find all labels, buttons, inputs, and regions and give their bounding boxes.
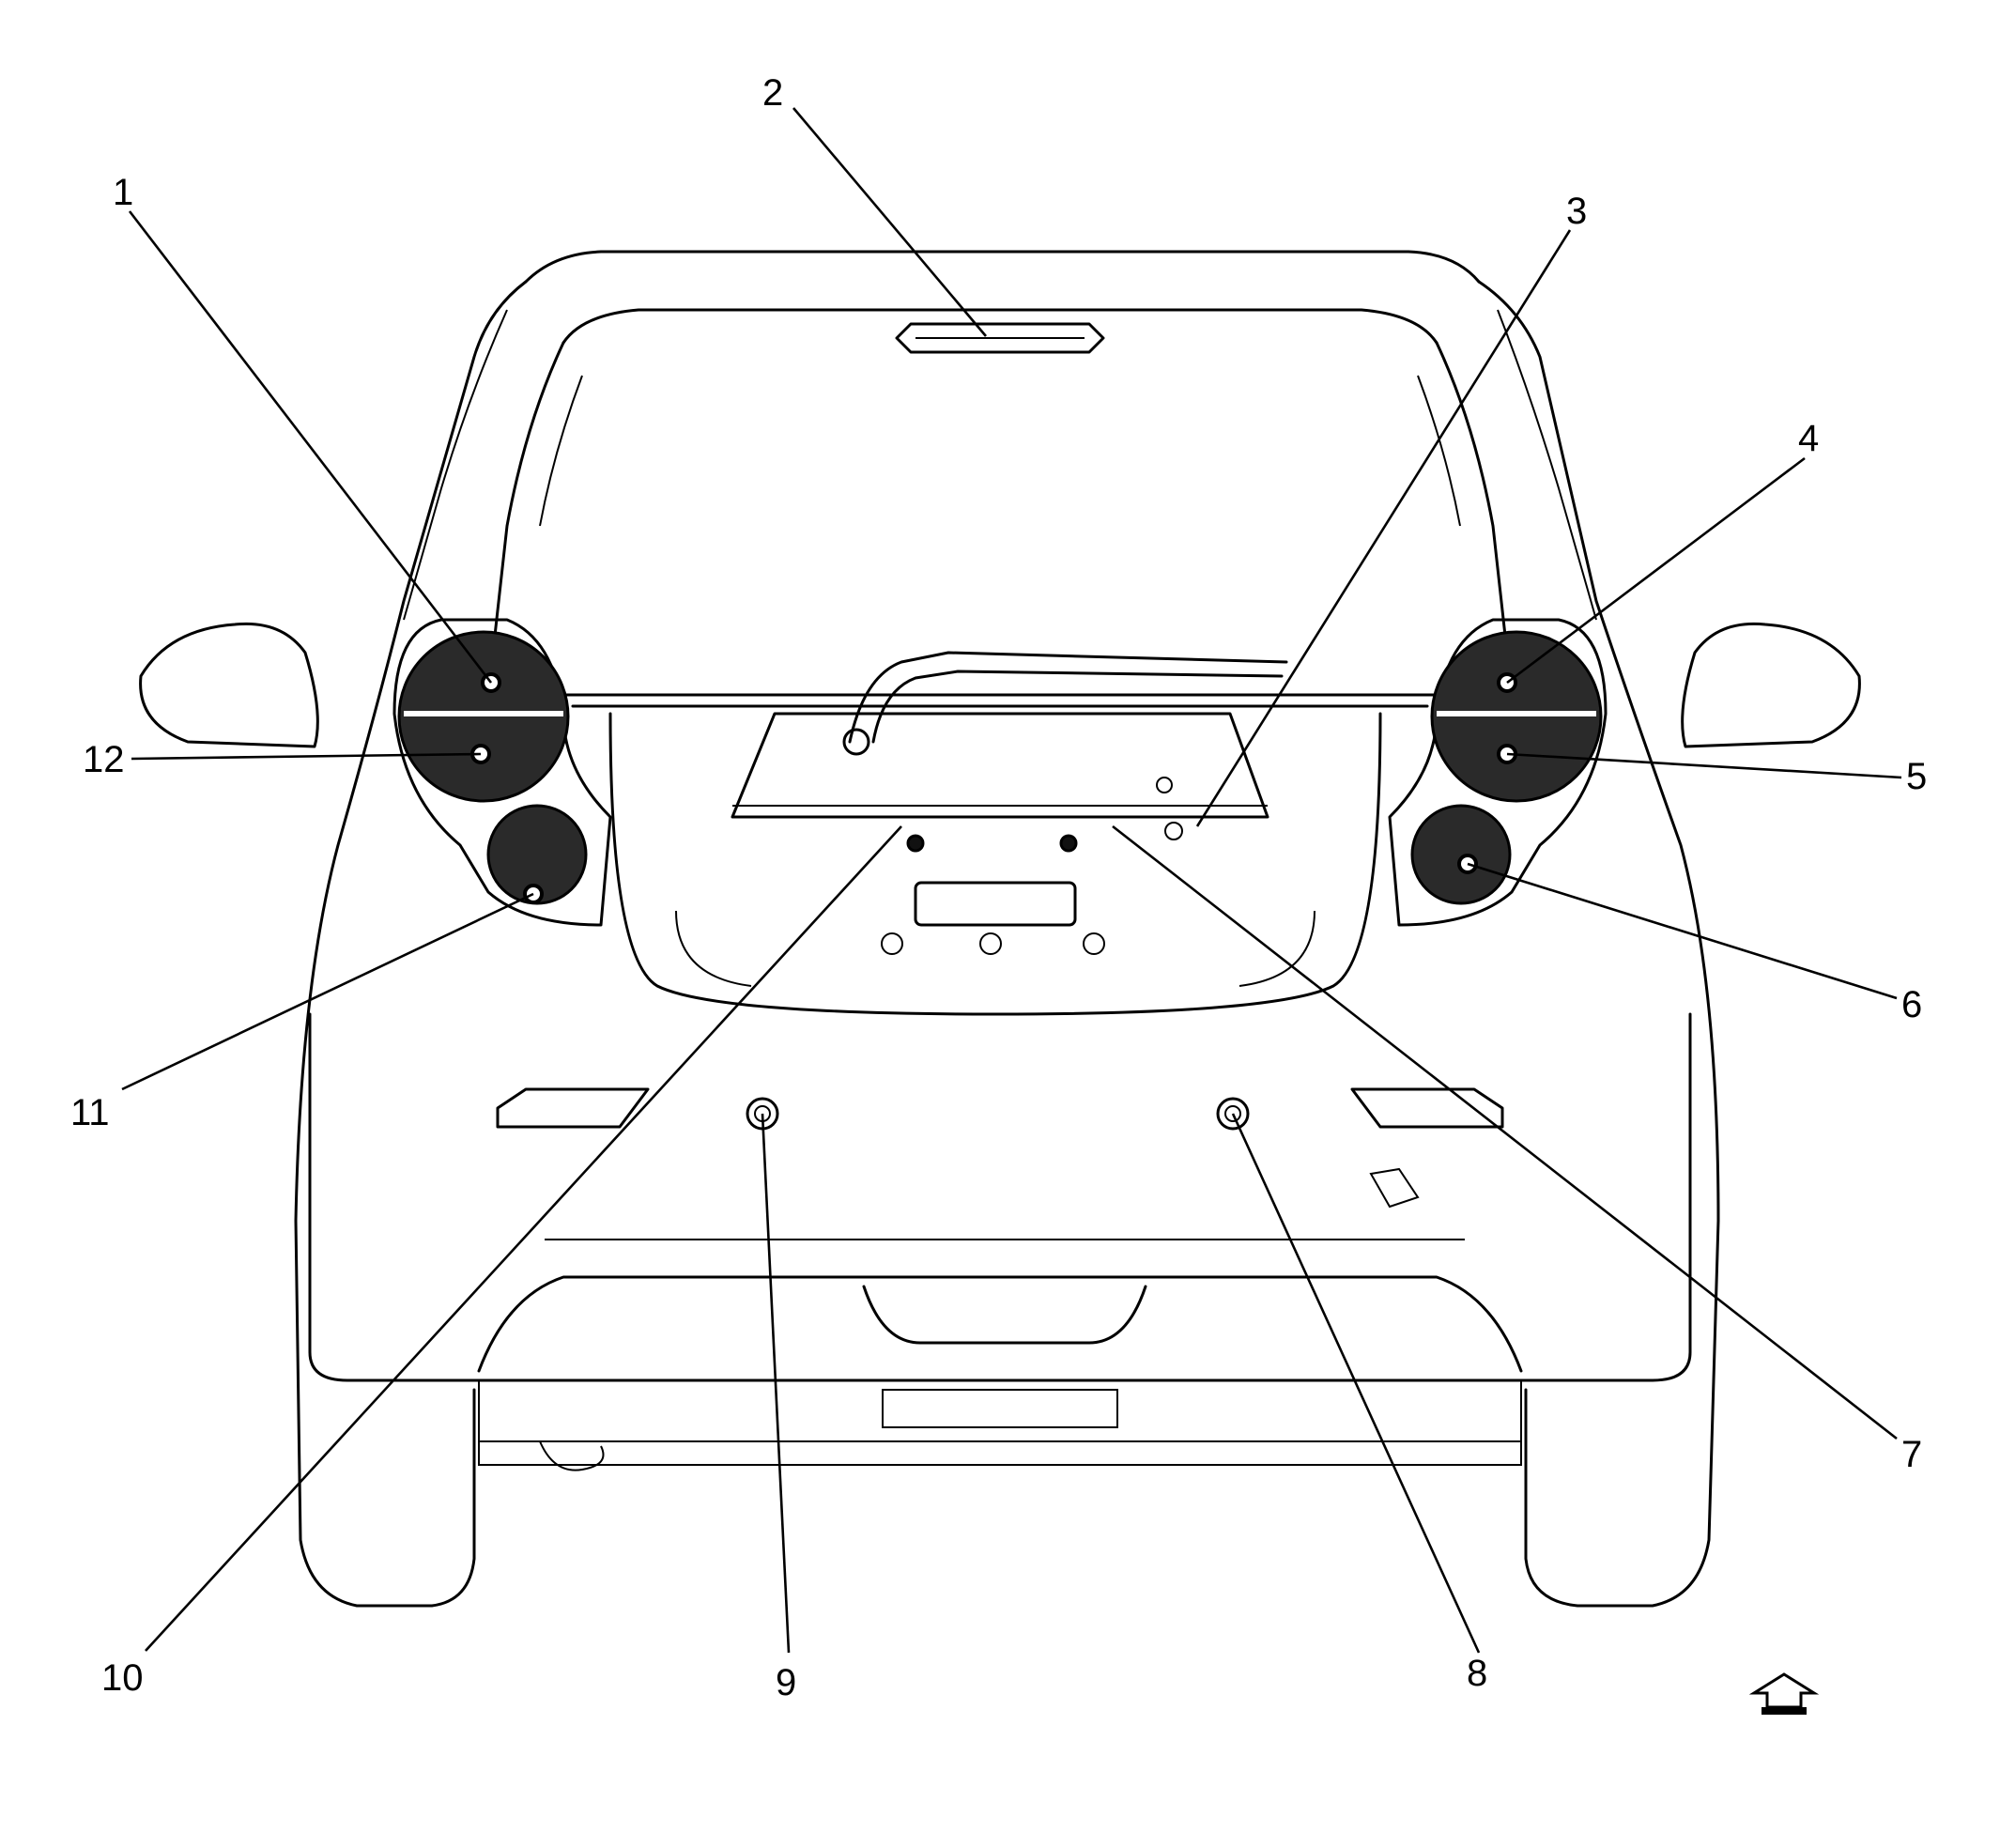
callout-12: 12 (83, 739, 125, 780)
callout-1: 1 (113, 172, 133, 213)
callout-7: 7 (1901, 1434, 1922, 1475)
callout-10: 10 (101, 1657, 144, 1699)
leader-3 (1195, 229, 1572, 827)
callout-2: 2 (762, 72, 783, 114)
license-plate-lamp-housing (731, 712, 1269, 840)
callout-8: 8 (1467, 1653, 1487, 1694)
leader-11 (121, 892, 534, 1091)
leader-2 (792, 107, 987, 337)
leader-9 (761, 1113, 791, 1654)
callout-labels: 1 2 3 4 5 6 7 8 9 10 11 12 (70, 72, 1927, 1703)
callout-5: 5 (1906, 756, 1927, 797)
callout-4: 4 (1798, 418, 1819, 459)
callout-leaders (121, 107, 1902, 1654)
right-tail-lamp-assembly (1388, 618, 1608, 927)
leader-4 (1506, 456, 1806, 685)
leader-10 (145, 825, 902, 1652)
callout-9: 9 (776, 1662, 796, 1703)
left-tail-lamp-assembly (392, 618, 612, 927)
callout-3: 3 (1566, 191, 1587, 232)
leader-5 (1506, 752, 1902, 779)
license-plate-area (881, 834, 1105, 955)
leader-12 (131, 752, 482, 761)
leader-7 (1112, 824, 1898, 1440)
leader-1 (128, 210, 493, 684)
vehicle-body (139, 250, 1861, 1608)
rear-wiper (842, 651, 1288, 756)
rear-parking-sensors (746, 1097, 1250, 1131)
leader-8 (1231, 1113, 1481, 1654)
forward-arrow-icon (1748, 1672, 1820, 1715)
callout-11: 11 (70, 1092, 110, 1133)
leader-6 (1467, 862, 1898, 1000)
callout-6: 6 (1901, 984, 1922, 1025)
high-mount-stop-lamp (895, 322, 1105, 354)
